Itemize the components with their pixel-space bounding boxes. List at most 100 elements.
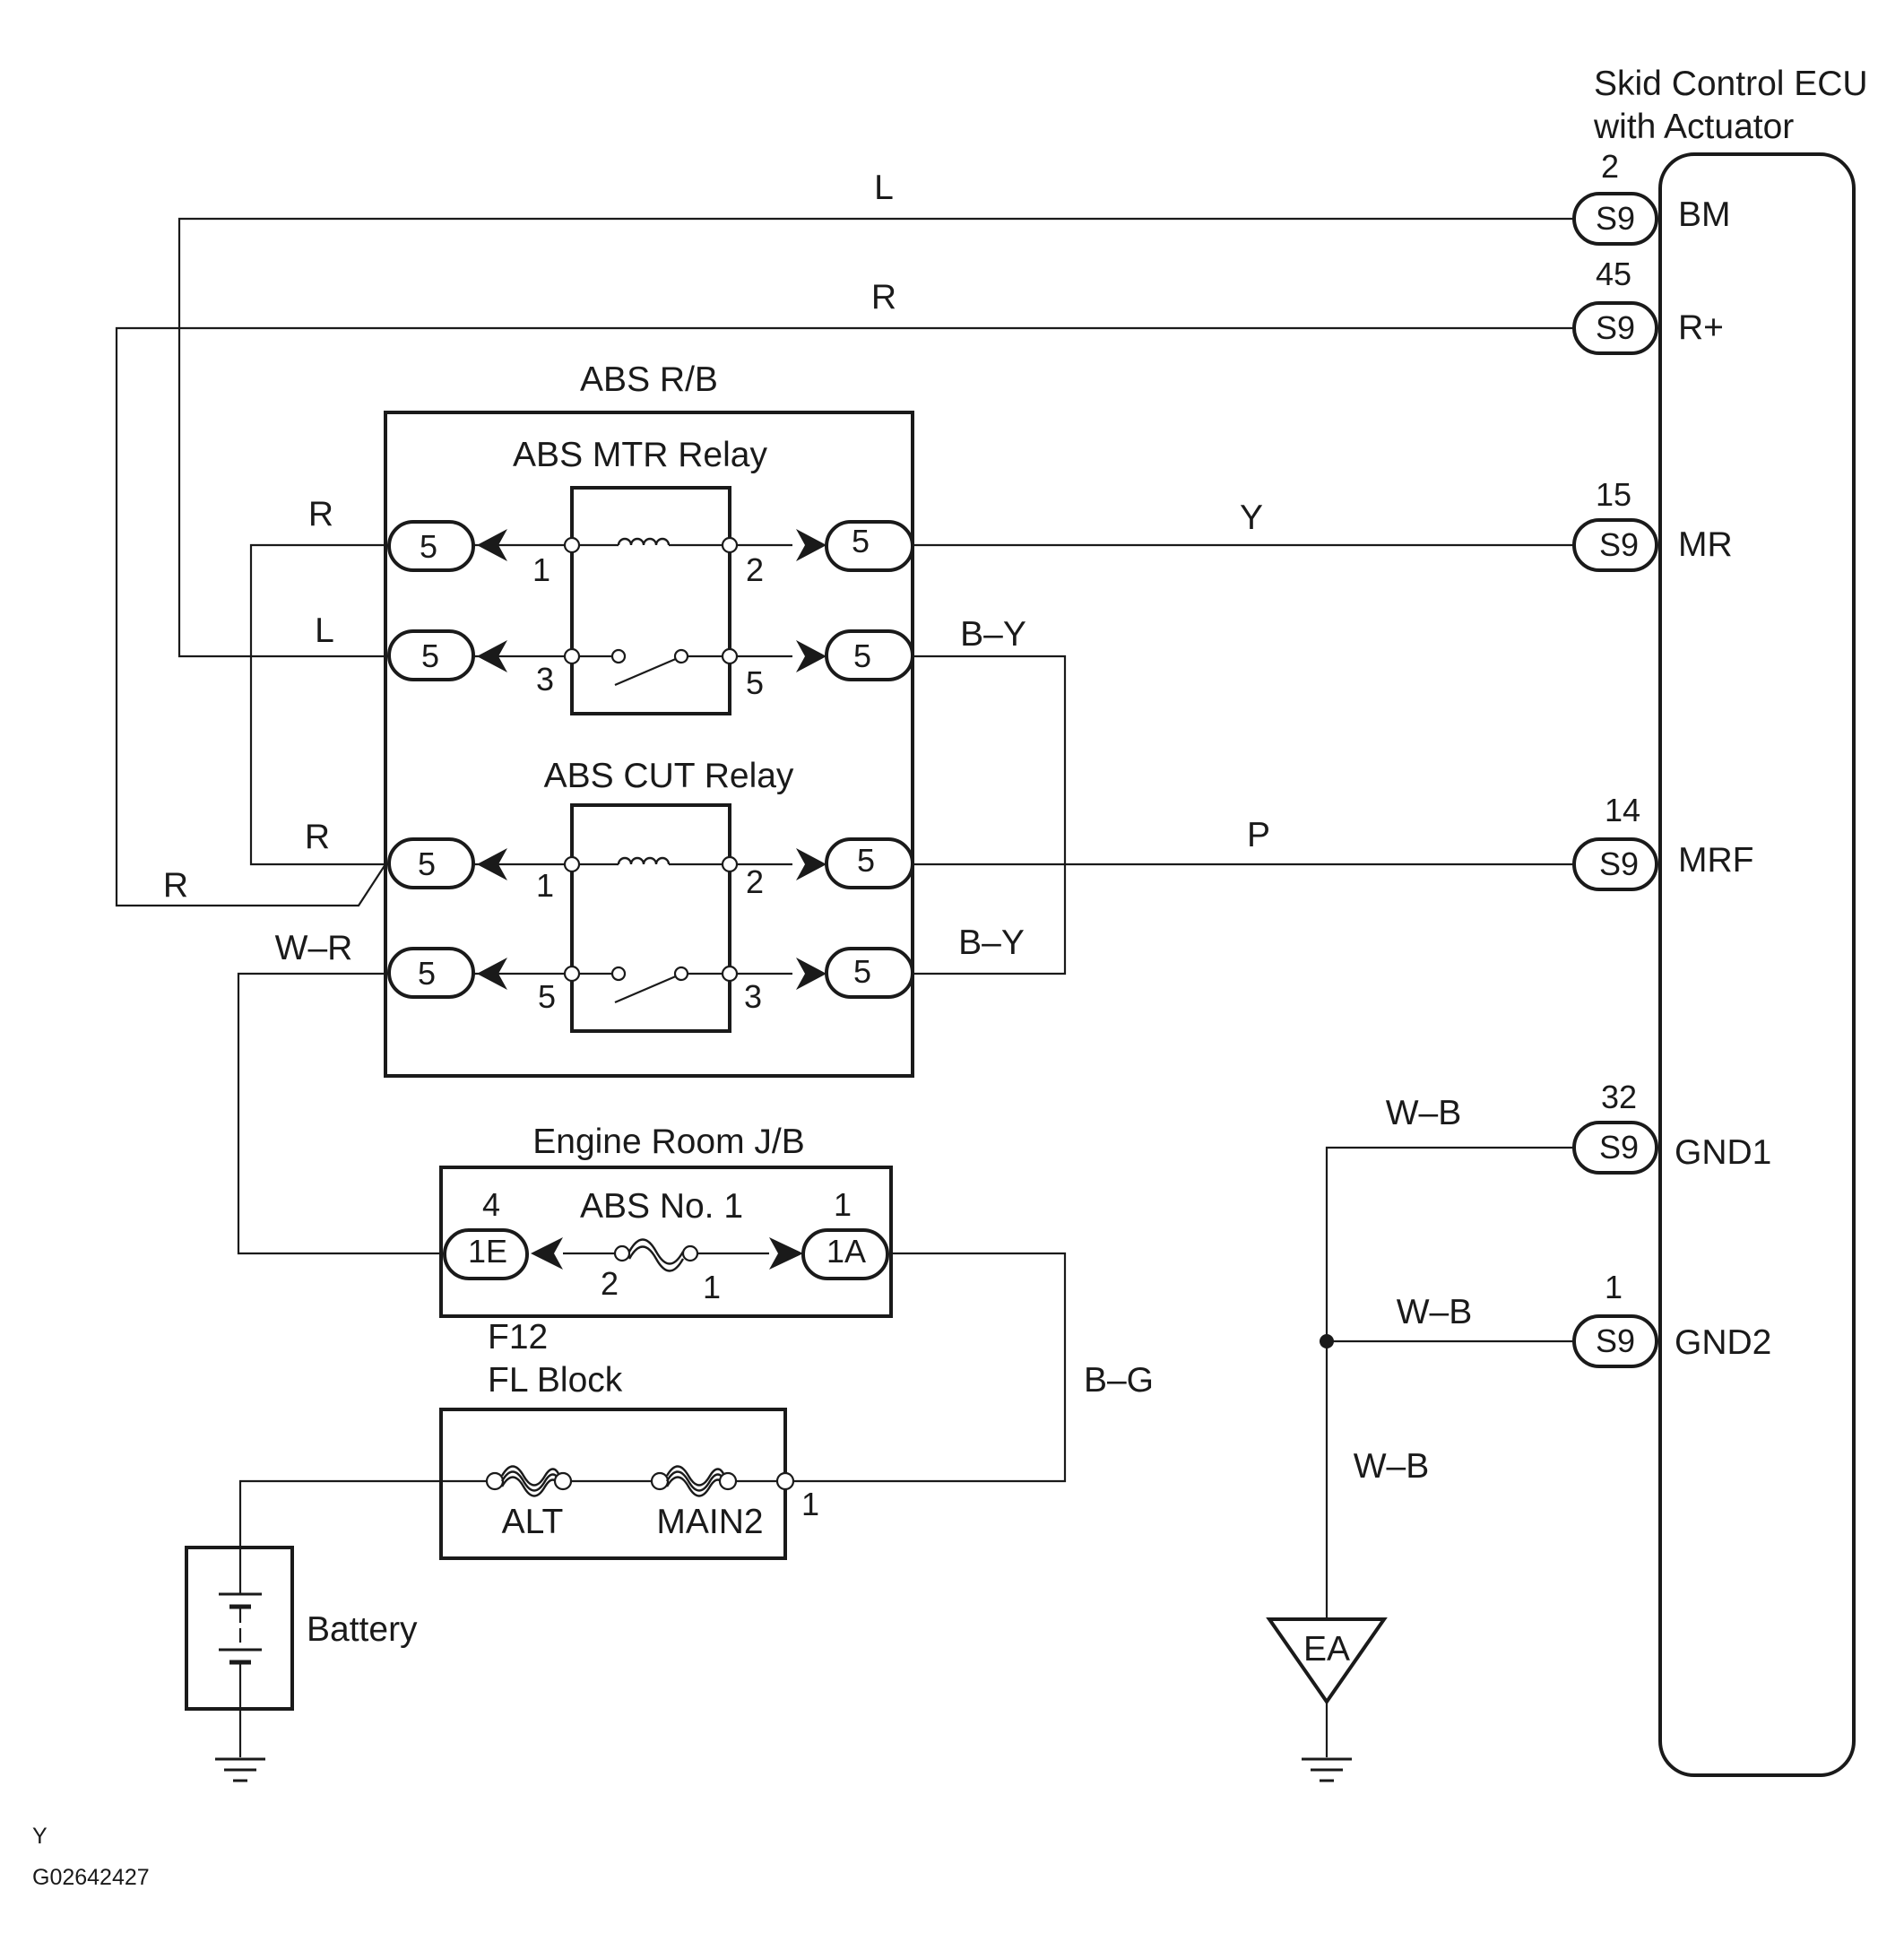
mtr-relay-coil [617, 537, 671, 547]
abs-rb-left-connectors: 5 5 5 5 [387, 520, 507, 999]
footer-code-2: G02642427 [32, 1865, 150, 1890]
alt-fuse-symbol [500, 1465, 561, 1497]
jb-box [439, 1166, 893, 1318]
wire-bm [177, 217, 1578, 658]
abs-rb-connector-label: 5 [418, 845, 436, 882]
mtr-pin-coil-left: 1 [532, 551, 550, 588]
cut-pin-coil-right: 2 [746, 863, 764, 900]
wire-gnd1 [1325, 1146, 1578, 1619]
fl-fuse-main2: MAIN2 [656, 1503, 763, 1541]
ecu-connector-label: S9 [1596, 309, 1635, 346]
jb-title: Engine Room J/B [532, 1123, 805, 1161]
ecu-pin-number-mrf: 14 [1605, 792, 1640, 828]
cut-pin-switch-right: 3 [744, 978, 762, 1015]
jb-fuse-symbol [627, 1238, 685, 1265]
abs-rb-connector-label: 5 [857, 842, 875, 879]
wire-label-mtr-in-bottom: L [315, 611, 334, 650]
mtr-pin-switch-left: 3 [536, 661, 554, 698]
wire-label-ground-drop: W–B [1354, 1447, 1430, 1486]
ecu-pin-name-mrf: MRF [1678, 841, 1753, 880]
main2-fuse-symbol [665, 1465, 726, 1497]
mtr-pin-switch-right: 5 [746, 664, 764, 701]
wire-label-cut-in-bottom: W–R [275, 929, 353, 967]
jb-left-pin: 4 [482, 1186, 500, 1223]
jb-fuse-name: ABS No. 1 [580, 1187, 743, 1226]
fl-fuse-alt: ALT [502, 1503, 564, 1541]
wire-r-inner [249, 543, 389, 866]
ecu-connector-gnd2 [1572, 1314, 1658, 1368]
abs-rb-connector-label: 5 [418, 955, 436, 992]
jb-right-connector [801, 1228, 889, 1280]
mtr-relay-title: ABS MTR Relay [513, 436, 767, 474]
fl-block-code: F12 [488, 1318, 548, 1357]
ground-point-ea: EA [1266, 1617, 1388, 1705]
wire-label-bm: L [874, 169, 894, 207]
wire-label-fuse-to-fl: B–G [1084, 1361, 1154, 1400]
wire-label-mtr-out-bottom: B–Y [960, 615, 1026, 654]
ground-icon [1302, 1757, 1352, 1782]
abs-rb-connector-label: 5 [853, 637, 871, 674]
cut-relay-coil [617, 856, 671, 866]
wire-label-cut-in-top: R [305, 818, 330, 856]
ground-point-label: EA [1303, 1630, 1350, 1669]
ecu-connector-label: S9 [1596, 200, 1635, 237]
fl-block-pin: 1 [801, 1486, 819, 1522]
abs-rb-connector-label: 5 [852, 523, 870, 559]
cut-pin-switch-left: 5 [538, 978, 556, 1015]
wire-label-mr: Y [1240, 499, 1263, 537]
wire-battery [238, 1479, 495, 1548]
wire-rplus [115, 326, 1578, 907]
wire-b-g [785, 1252, 1067, 1483]
ecu-connector-label: S9 [1599, 1129, 1639, 1166]
ecu-pin-number-gnd2: 1 [1605, 1269, 1623, 1305]
ecu-connector-gnd1 [1572, 1121, 1658, 1175]
wire-label-mrf: P [1247, 816, 1270, 854]
battery-label: Battery [307, 1610, 418, 1649]
wire-label-gnd2: W–B [1397, 1293, 1473, 1331]
ecu-pin-name-gnd2: GND2 [1675, 1323, 1771, 1362]
ground-icon [215, 1757, 265, 1782]
ecu-connector-mrf [1572, 837, 1658, 891]
wire-label-mtr-in-top: R [308, 495, 333, 533]
wire-w-r [237, 972, 445, 1255]
ecu-connector-mr [1572, 518, 1658, 572]
abs-rb-box [384, 411, 914, 1078]
ecu-pin-number-bm: 2 [1601, 148, 1619, 185]
abs-relay-block: ABS R/B ABS MTR Relay 1 2 3 5 ABS CUT Re… [384, 360, 914, 1078]
jb-right-pin: 1 [834, 1186, 852, 1223]
ecu-pin-name-mr: MR [1678, 525, 1733, 564]
abs-rb-connector-label: 5 [421, 637, 439, 674]
jb-right-connector-label: 1A [827, 1233, 866, 1270]
abs-rb-connector-label: 5 [853, 953, 871, 990]
skid-control-ecu: Skid Control ECU with Actuator 2 S9 BM 4… [1572, 65, 1868, 1777]
ecu-pin-name-bm: BM [1678, 195, 1731, 234]
engine-room-jb: Engine Room J/B ABS No. 1 4 1 1E 2 1 1A [439, 1123, 893, 1318]
wire-label-cut-out-bottom: B–Y [958, 923, 1025, 962]
wire-label-rplus: R [871, 278, 896, 316]
ecu-connector-label: S9 [1596, 1322, 1635, 1359]
abs-rb-title: ABS R/B [580, 360, 718, 399]
ecu-body [1658, 152, 1856, 1777]
ecu-connector-rplus [1572, 301, 1658, 355]
mtr-pin-coil-right: 2 [746, 551, 764, 588]
mtr-relay-box [570, 486, 731, 715]
ecu-title-line2: with Actuator [1593, 108, 1794, 146]
ground-point-triangle [1266, 1617, 1388, 1705]
jb-fuse-pin-left: 2 [601, 1265, 619, 1302]
ecu-connector-bm [1572, 192, 1658, 246]
cut-relay-box [570, 803, 731, 1033]
jb-left-connector-label: 1E [468, 1233, 507, 1270]
wires [115, 217, 1578, 1757]
cut-relay-title: ABS CUT Relay [544, 757, 794, 795]
jb-left-connector [443, 1228, 529, 1280]
abs-rb-connector-label: 5 [420, 528, 437, 565]
ecu-pin-number-gnd1: 32 [1601, 1079, 1637, 1115]
ecu-pin-number-mr: 15 [1596, 476, 1631, 513]
ecu-pin-name-gnd1: GND1 [1675, 1133, 1771, 1172]
ecu-pin-name-rplus: R+ [1678, 308, 1724, 347]
wire-label-outer-left: R [163, 866, 188, 905]
footer-code-1: Y [32, 1824, 48, 1849]
battery: Battery [185, 1546, 418, 1711]
jb-fuse-pin-right: 1 [703, 1269, 721, 1305]
